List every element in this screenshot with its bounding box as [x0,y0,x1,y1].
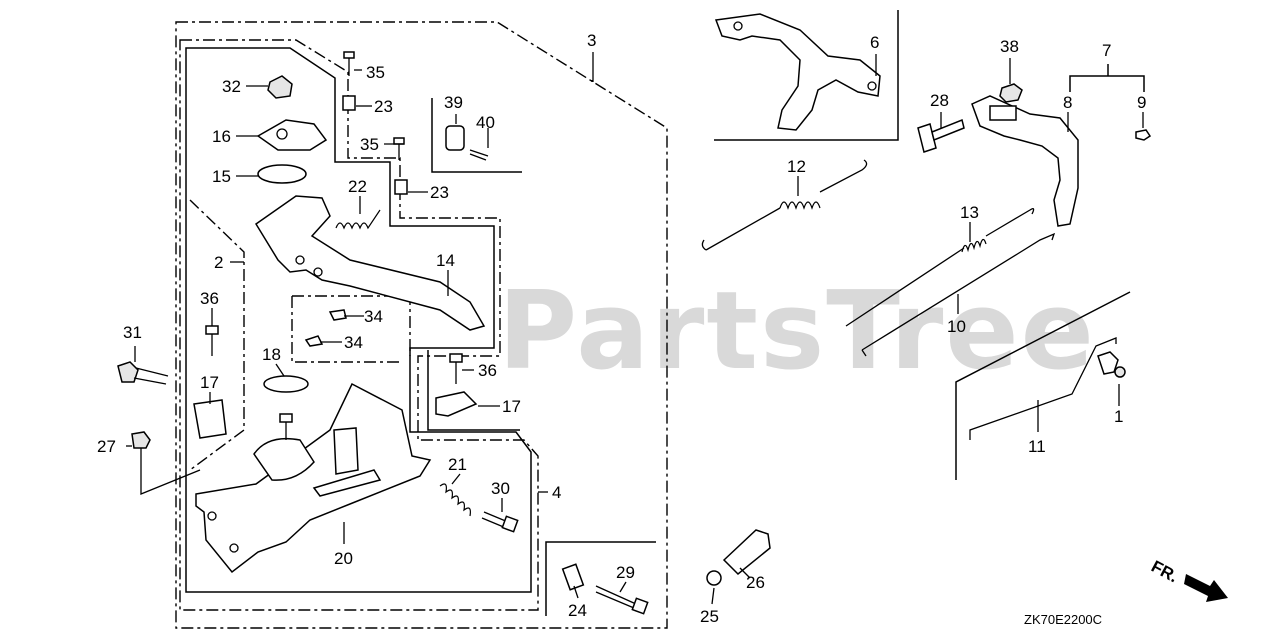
callout-34a: 34 [364,307,383,326]
watermark: PartsTree [498,269,1096,394]
callout-28: 28 [930,91,949,110]
part-22-spring [335,209,381,230]
part-36-screw-a [205,325,219,356]
box-6 [714,10,899,141]
part-23-nut-b [394,179,408,195]
part-17-clip-b [435,391,478,417]
callout-36b: 36 [478,361,497,380]
callout-16: 16 [212,127,231,146]
part-6-bracket [714,13,881,131]
callout-29: 29 [616,563,635,582]
box-24-29 [545,541,656,616]
diagram-code: ZK70E2200C [1024,612,1102,627]
callout-34b: 34 [344,333,363,352]
part-35-screw-b [393,137,405,160]
callout-12: 12 [787,157,806,176]
front-arrow-icon [1184,574,1228,602]
part-35-screw-a [343,51,355,76]
part-38-nut [999,83,1023,103]
assembly-3-outline [175,21,668,629]
callout-40: 40 [476,113,495,132]
callout-31: 31 [123,323,142,342]
callout-11: 11 [1028,437,1046,456]
callout-24: 24 [568,601,587,620]
callout-38: 38 [1000,37,1019,56]
part-14-arm [254,195,486,331]
part-24-sleeve [561,563,585,591]
callout-3: 3 [587,31,596,50]
part-30-screw [481,511,519,533]
part-27-bolt [131,431,151,470]
callout-7: 7 [1102,41,1111,60]
part-18-washer [263,375,309,393]
callout-20: 20 [334,549,353,568]
part-2-dash [189,199,245,471]
callout-9: 9 [1137,93,1146,112]
box-11-1 [955,291,1131,480]
part-29-bolt [595,585,649,615]
part-21-spring [439,483,471,517]
part-31-bolt [117,361,169,385]
part-32-nut [267,75,293,99]
part-15-washer [257,164,307,184]
part-34-clip-b [304,335,324,347]
part-28-bolt [917,118,965,153]
part-9-nut [1135,129,1152,141]
callout-26: 26 [746,573,765,592]
front-label: FR. [1148,557,1181,587]
callout-39: 39 [444,93,463,112]
front-direction-indicator: FR. [1148,557,1228,602]
part-26-knob [722,529,771,576]
callout-10: 10 [947,317,966,336]
part-23-nut-a [342,95,356,111]
callout-25: 25 [700,607,719,626]
callout-18: 18 [262,345,281,364]
part-10-rod [861,232,1056,357]
part-34-clip-a [328,309,347,321]
part-1-clip [1097,351,1126,378]
callout-8: 8 [1063,93,1072,112]
callout-32: 32 [222,77,241,96]
callout-4: 4 [552,483,561,502]
callout-1: 1 [1114,407,1123,426]
callout-22: 22 [348,177,367,196]
part-20-base-plate [195,382,432,574]
callout-6: 6 [870,33,879,52]
bracket-7 [1069,64,1145,92]
callout-36a: 36 [200,289,219,308]
callout-23a: 23 [374,97,393,116]
box-36-17 [427,350,520,431]
part-13-spring-rod [845,208,1035,327]
part-8-lever [971,95,1079,227]
callout-2: 2 [214,253,223,272]
callout-15: 15 [212,167,231,186]
callout-labels: 3 6 7 8 9 38 28 12 13 10 11 1 32 16 15 3… [97,31,1146,626]
part-17-clip-a [193,399,227,439]
callout-17a: 17 [200,373,219,392]
leader-lines [126,52,1144,605]
part-16-plate [256,119,328,151]
callout-35a: 35 [366,63,385,82]
callout-14: 14 [436,251,455,270]
part-25-cap [706,570,722,586]
box-39-40 [431,98,522,173]
assembly-2-outline [185,47,532,593]
callout-30: 30 [491,479,510,498]
callout-27: 27 [97,437,116,456]
part-12-spring-rod [701,159,868,251]
callout-13: 13 [960,203,979,222]
subgroup-34-outline [291,295,411,363]
part-39-joint [445,125,465,151]
part-11-rod [969,337,1117,440]
callout-17b: 17 [502,397,521,416]
callout-23b: 23 [430,183,449,202]
callout-21: 21 [448,455,467,474]
part-40-screw [469,149,489,161]
part-36-screw-b [449,353,463,384]
callout-35b: 35 [360,135,379,154]
